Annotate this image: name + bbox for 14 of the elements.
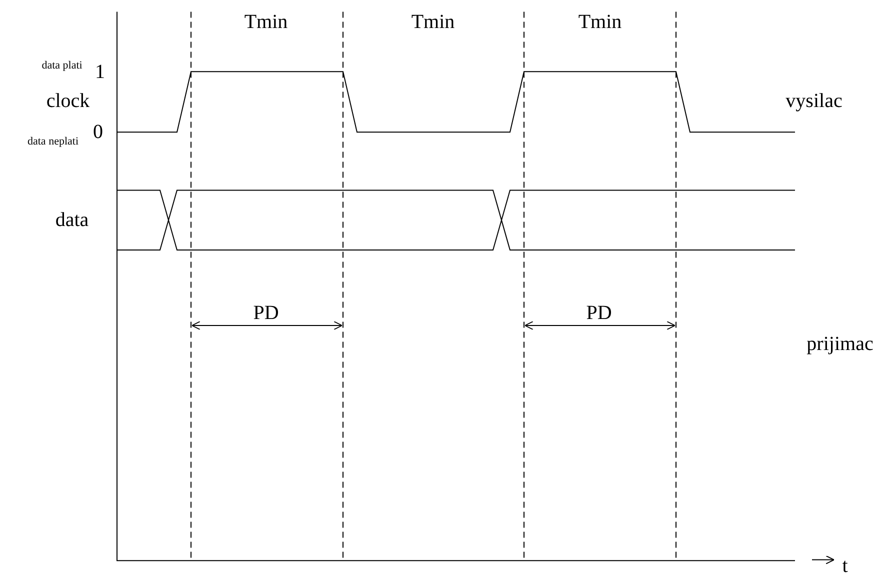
level-label: data plati bbox=[42, 60, 82, 72]
level-label: 0 bbox=[93, 122, 103, 142]
level-label: data neplati bbox=[28, 136, 78, 147]
signal-label: clock bbox=[46, 91, 90, 112]
interval-label: Tmin bbox=[411, 12, 455, 32]
signal-label: data bbox=[55, 210, 89, 230]
level-label: 1 bbox=[95, 62, 105, 82]
side-label: vysilac bbox=[786, 91, 842, 112]
interval-label: PD bbox=[586, 302, 612, 323]
axis-label: t bbox=[842, 556, 848, 574]
interval-label: PD bbox=[253, 302, 279, 323]
interval-label: Tmin bbox=[244, 12, 288, 32]
side-label: prijimac bbox=[806, 334, 874, 354]
interval-label: Tmin bbox=[578, 12, 622, 32]
